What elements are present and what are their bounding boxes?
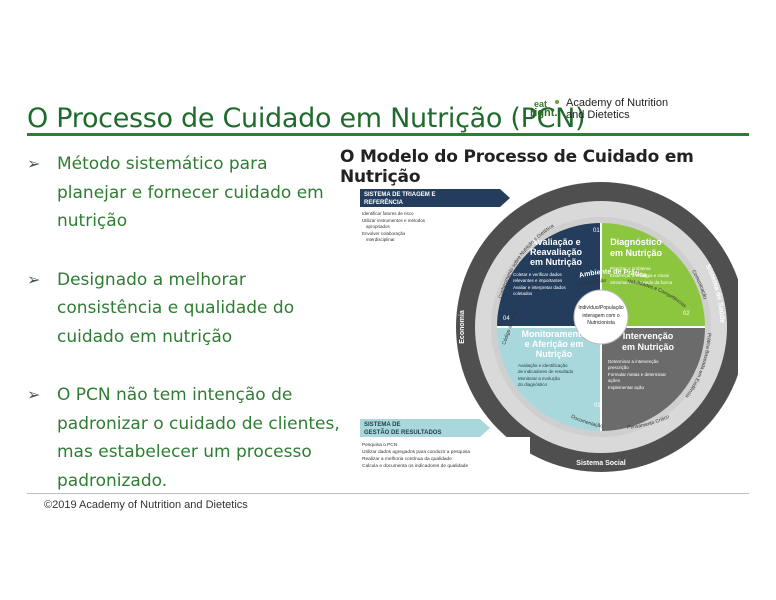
q2-item: Sintomas com estado da forma (610, 280, 673, 285)
q3-title-1: Intervenção (623, 331, 674, 341)
q3-item: ações (608, 378, 621, 383)
screening-item: Utilizar instrumentos e métodos (362, 218, 426, 223)
diagram-title: O Modelo do Processo de Cuidado em Nutri… (340, 147, 694, 187)
outer-label-top: Ambiente de Prática (578, 269, 647, 280)
q2-title-2: em Nutrição (610, 248, 663, 258)
q2-item: Priorizar o problema (610, 266, 651, 271)
bullet-list: ➢ Método sistemático para planejar e forn… (27, 150, 342, 525)
q3-item: Implementar ação (608, 385, 645, 390)
q3-title-2: em Nutrição (622, 342, 675, 352)
screening-title-1: SISTEMA DE TRIAGEM E (364, 192, 435, 198)
outcomes-item: Realizar a melhoria contínua da qualidad… (362, 456, 452, 462)
outcomes-title-1: SISTEMA DE (364, 422, 400, 428)
arrow-bullet-icon: ➢ (27, 385, 41, 404)
q4-item: do diagnóstico (518, 382, 548, 387)
middle-label-collab: Colaboração (577, 278, 606, 289)
pcn-model-diagram: Indivíduo/População interagem com o Nutr… (360, 182, 738, 477)
logo-line-2: and Dietetics (566, 109, 630, 121)
outcomes-box-body (360, 437, 530, 477)
bullet-text: Método sistemático para planejar e forne… (57, 154, 324, 231)
q4-title-1: Monitoramento (522, 329, 587, 339)
logo-mark-top: eat (534, 99, 548, 109)
center-line-2: interagem com o (582, 313, 619, 319)
q1-title-3: em Nutrição (530, 257, 583, 267)
arrow-bullet-icon: ➢ (27, 269, 41, 289)
center-line-1: Indivíduo/População (578, 305, 624, 311)
arrow-bullet-icon: ➢ (27, 154, 41, 173)
academy-logo: eat right. Academy of Nutrition and Diet… (530, 97, 680, 123)
q3-item: Determinar a intervenção (608, 359, 659, 364)
logo-line-1: Academy of Nutrition (566, 97, 669, 109)
center-circle (573, 289, 629, 345)
q-bottom-number: 03 (594, 403, 601, 409)
q4-title-2: e Aferição em (525, 339, 584, 349)
q4-item: de indicadores de resultado (518, 369, 574, 374)
bullet-text: Designado a melhorar consistência e qual… (57, 269, 295, 347)
q3-item: prescrição (608, 365, 629, 370)
bullet-item: ➢ Designado a melhorar consistência e qua… (27, 266, 342, 352)
outcomes-item: Pesquisa o PCN (362, 442, 398, 448)
footer-rule (27, 493, 749, 494)
q2-item: Endereçar a etiologia e sinais (610, 273, 670, 278)
screening-box-header (360, 189, 500, 207)
q4-number: 04 (503, 316, 510, 322)
q1-title-2: Reavaliação (530, 247, 583, 257)
q1-item: coletados (513, 291, 533, 296)
quadrant-intervention (601, 327, 705, 431)
logo-text: Academy of Nutrition and Dietetics (566, 97, 668, 121)
q3-item: Formular metas e determinar (608, 372, 667, 377)
outcomes-item: Calcula e documenta os indicadores de qu… (362, 463, 468, 469)
screening-item: apropriados (366, 224, 391, 229)
screening-title-2: REFERÊNCIA (364, 198, 404, 206)
eatright-logo-mark: eat right. (530, 99, 564, 121)
q1-item: relevantes e importantes (513, 278, 563, 283)
screening-item: interdisciplinar (366, 237, 395, 242)
q3-number: 02 (683, 311, 690, 317)
logo-mark-bottom: right. (530, 107, 558, 119)
outcomes-title-2: GESTÃO DE RESULTADOS (364, 429, 441, 436)
quadrant-assessment (497, 223, 601, 327)
q1-item: Coletar e verificar dados (513, 272, 563, 277)
outer-label-left: Economia (459, 310, 466, 344)
outcomes-arrow-icon (480, 419, 490, 437)
q1-item: Avaliar e interpretar dados (513, 285, 566, 290)
logo-dot (555, 100, 559, 104)
quadrant-monitoring (497, 327, 601, 431)
outer-label-bottom: Sistema Social (576, 460, 625, 467)
slide-title: O Processo de Cuidado em Nutrição (PCN) (27, 103, 586, 134)
screening-arrow-icon (500, 189, 510, 207)
screening-item: Identificar fatores de risco (362, 211, 414, 216)
q1-title-1: Avaliação e (531, 237, 580, 247)
bullet-item: ➢ O PCN não tem intenção de padronizar o … (27, 381, 342, 495)
q4-item: Monitorar a evolução (518, 376, 561, 381)
quadrant-diagnosis (601, 223, 705, 327)
footer-copyright: ©2019 Academy of Nutrition and Dietetics (44, 499, 248, 511)
screening-box-body (360, 207, 472, 251)
q2-title-1: Diagnóstico (610, 237, 662, 247)
outcomes-item: Utilizar dados agregados para conduzir a… (362, 449, 470, 455)
outcomes-box-header (360, 419, 480, 437)
bullet-text: O PCN não tem intenção de padronizar o c… (57, 385, 340, 491)
screening-item: Envolver colaboração (362, 231, 406, 236)
bullet-item: ➢ Método sistemático para planejar e forn… (27, 150, 342, 236)
q4-item: Avaliação e identificação (518, 363, 568, 368)
center-line-3: Nutricionista (587, 320, 615, 326)
q4-title-3: Nutrição (536, 349, 573, 359)
q1-number: 01 (593, 228, 600, 234)
title-underline (27, 133, 749, 136)
